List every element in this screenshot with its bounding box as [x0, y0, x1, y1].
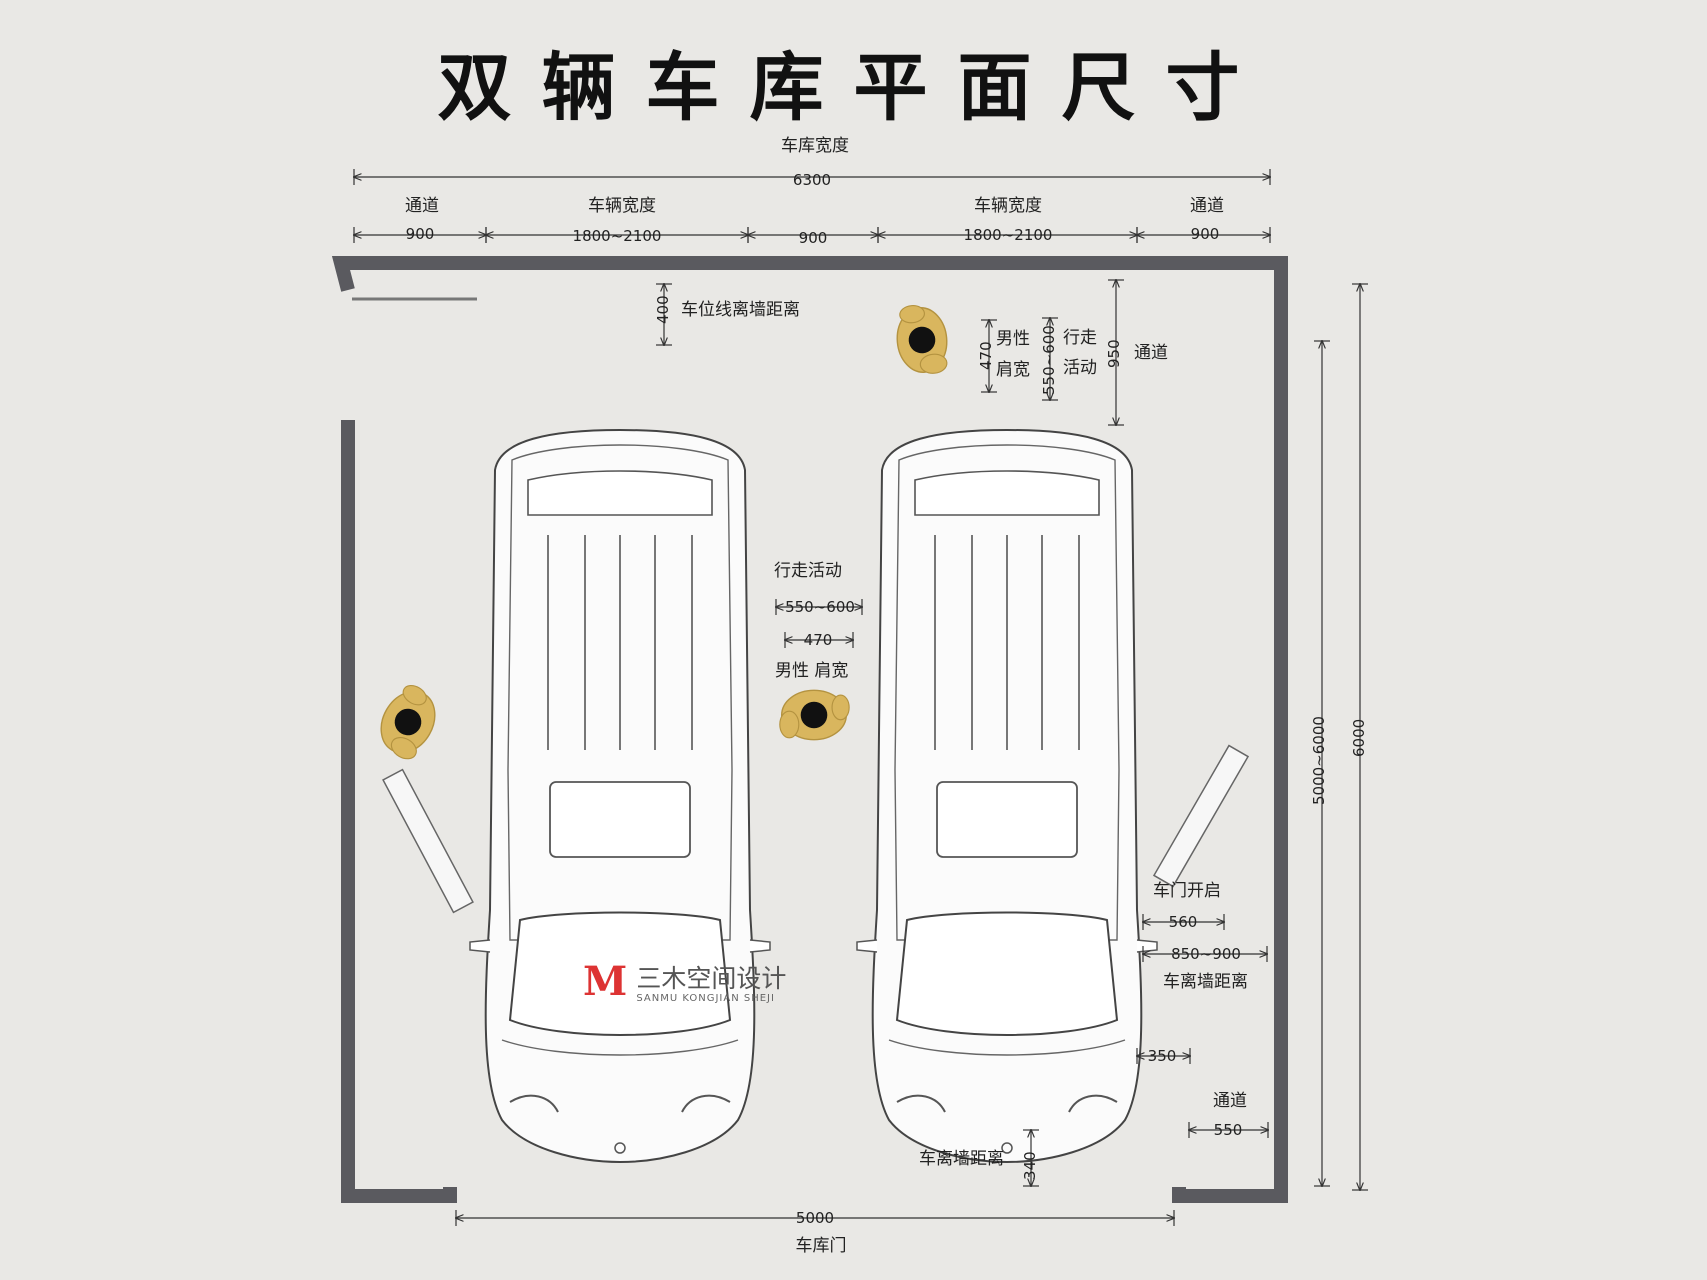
setback-top-label: 车位线离墙距离	[681, 300, 800, 320]
garage-width-value: 6300	[792, 171, 832, 189]
depth-outer-value: 6000	[1350, 718, 1368, 757]
person-walk-value: 550~600	[1040, 325, 1058, 395]
watermark: M 三木空间设计 SANMU KONGJIAN SHEJI	[583, 958, 786, 1005]
depth-inner-value: 5000~6000	[1310, 716, 1328, 805]
person-between	[779, 689, 850, 741]
car-right	[856, 429, 1158, 1163]
front-gap-value: 340	[1021, 1151, 1039, 1180]
door-width-value: 5000	[795, 1209, 835, 1227]
person-shoulder-value: 470	[977, 341, 995, 370]
middle-gap-value: 900	[798, 229, 828, 247]
aisle-left-value: 900	[405, 225, 435, 243]
aisle-right-label: 通道	[1190, 196, 1224, 216]
watermark-en: SANMU KONGJIAN SHEJI	[636, 993, 775, 1004]
car1-width-value: 1800~2100	[572, 227, 662, 245]
person-left	[368, 678, 448, 765]
garage-width-label: 车库宽度	[781, 136, 849, 156]
car2-width-value: 1800~2100	[963, 226, 1053, 244]
front-aisle-value: 550	[1213, 1121, 1243, 1139]
between-shoulder-label: 男性 肩宽	[775, 661, 849, 681]
person-shoulder-label-2: 肩宽	[996, 360, 1030, 380]
top-aisle-value: 950	[1105, 339, 1123, 368]
person-walk-label-1: 行走	[1063, 328, 1097, 348]
door-width-label: 车库门	[795, 1236, 847, 1256]
right-car-open-door	[1152, 744, 1250, 888]
watermark-logo: M	[583, 958, 628, 1005]
between-shoulder-value: 470	[803, 631, 833, 649]
garage-wall-left	[341, 420, 457, 1203]
watermark-cn: 三木空间设计	[636, 964, 787, 993]
garage-wall-top-right	[331, 256, 1288, 1203]
between-walk-value: 550~600	[785, 598, 855, 616]
aisle-right-value: 900	[1190, 225, 1220, 243]
car-left	[469, 429, 771, 1163]
car2-width-label: 车辆宽度	[974, 196, 1042, 216]
side-350-value: 350	[1147, 1047, 1177, 1065]
left-car-open-door	[382, 768, 474, 914]
door-open-value: 560	[1168, 913, 1198, 931]
car1-width-label: 车辆宽度	[588, 196, 656, 216]
person-shoulder-label-1: 男性	[996, 329, 1030, 349]
front-aisle-label: 通道	[1213, 1091, 1247, 1111]
between-walk-label: 行走活动	[774, 561, 842, 581]
person-top	[893, 302, 951, 377]
door-wall-value: 850~900	[1171, 945, 1241, 963]
page-title: 双辆车库平面尺寸	[437, 45, 1270, 131]
person-walk-label-2: 活动	[1063, 358, 1097, 378]
door-wall-label: 车离墙距离	[1163, 972, 1248, 992]
setback-top-value: 400	[654, 295, 672, 324]
top-aisle-label: 通道	[1134, 343, 1168, 363]
door-open-label: 车门开启	[1153, 881, 1221, 901]
front-gap-label: 车离墙距离	[919, 1149, 1004, 1169]
aisle-left-label: 通道	[405, 196, 439, 216]
